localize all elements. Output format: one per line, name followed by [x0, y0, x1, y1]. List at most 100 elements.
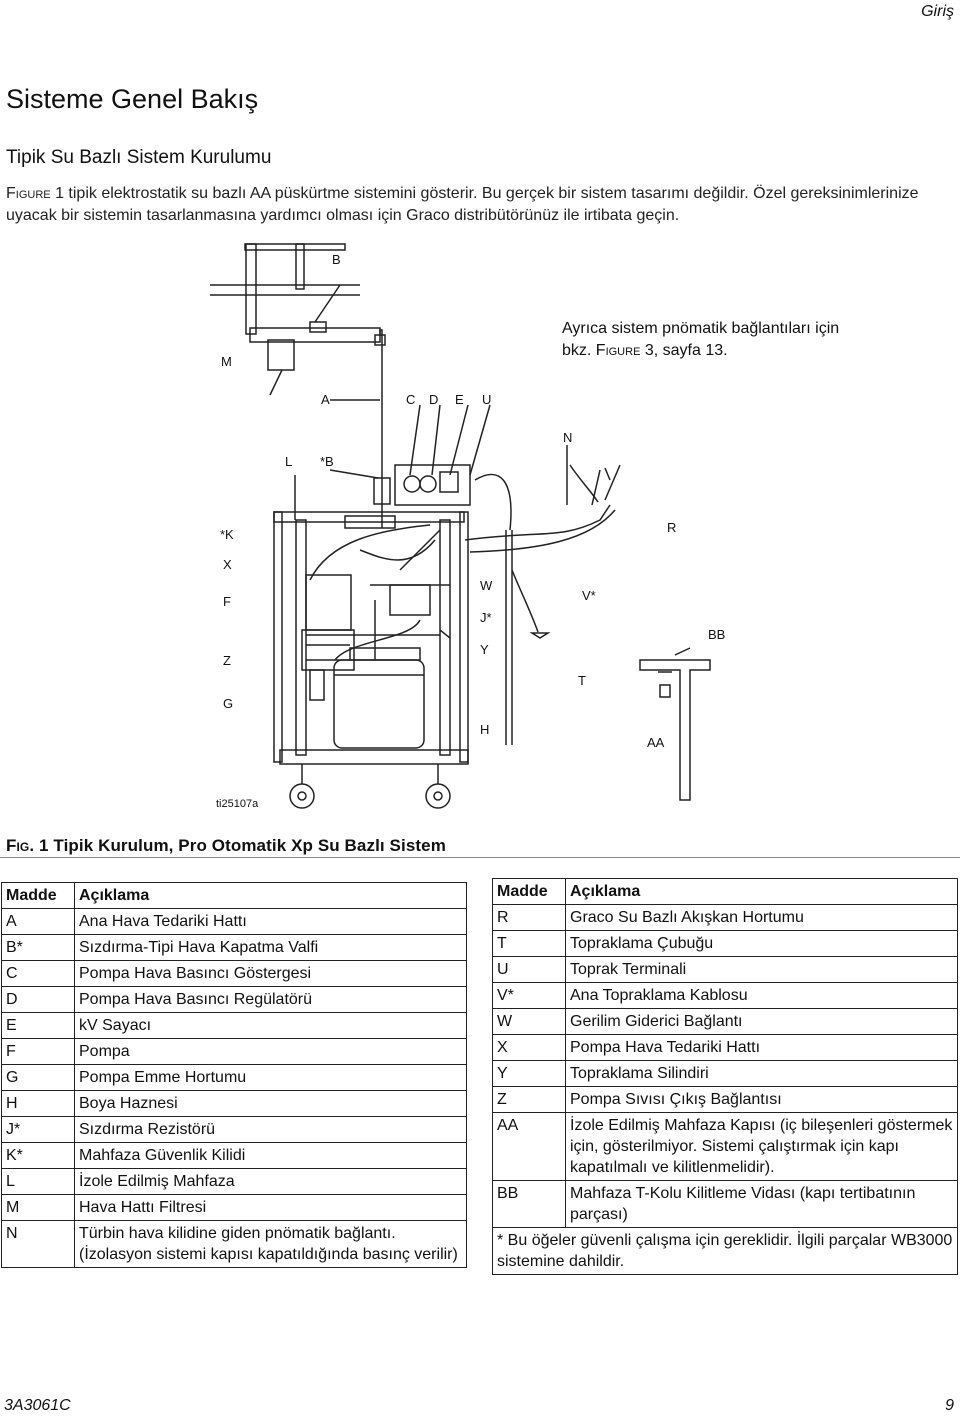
- table-row: J*Sızdırma Rezistörü: [1, 1116, 467, 1143]
- table-footnote: * Bu öğeler güvenli çalışma için gerekli…: [492, 1227, 958, 1275]
- item-code: V*: [492, 982, 566, 1009]
- item-code: U: [492, 956, 566, 983]
- item-code: M: [1, 1194, 75, 1221]
- item-description: Sızdırma Rezistörü: [74, 1116, 467, 1143]
- figure-note-prefix: bkz.: [562, 342, 596, 359]
- label-R: R: [667, 520, 677, 535]
- item-code: K*: [1, 1142, 75, 1169]
- figure-note: Ayrıca sistem pnömatik bağlantıları için…: [562, 318, 839, 362]
- figure-note-fig: Figure: [595, 342, 641, 359]
- item-description: Gerilim Giderici Bağlantı: [565, 1008, 958, 1035]
- item-code: X: [492, 1034, 566, 1061]
- system-diagram: B M Ayrıca sistem pnömatik bağlantıları …: [210, 240, 960, 830]
- figure-note-suffix: 3, sayfa 13.: [640, 342, 728, 359]
- figure-caption-text: 1 Tipik Kurulum, Pro Otomatik Xp Su Bazl…: [34, 836, 446, 855]
- item-description: Mahfaza Güvenlik Kilidi: [74, 1142, 467, 1169]
- table-header-row: Madde Açıklama: [492, 878, 958, 905]
- label-W: W: [480, 578, 493, 593]
- label-B-star: *B: [320, 454, 334, 469]
- table-header-row: Madde Açıklama: [1, 882, 467, 909]
- header-item: Madde: [1, 882, 75, 909]
- label-N: N: [563, 430, 573, 445]
- system-diagram-drawing: [210, 243, 711, 809]
- item-code: B*: [1, 934, 75, 961]
- item-description: Hava Hattı Filtresi: [74, 1194, 467, 1221]
- item-code: Y: [492, 1060, 566, 1087]
- intro-figure-word: Figure: [6, 185, 51, 202]
- item-code: J*: [1, 1116, 75, 1143]
- item-code: L: [1, 1168, 75, 1195]
- item-code: Z: [492, 1086, 566, 1113]
- label-E: E: [455, 392, 464, 407]
- item-description: Ana Topraklama Kablosu: [565, 982, 958, 1009]
- figure-note-line2: bkz. Figure 3, sayfa 13.: [562, 340, 839, 362]
- table-row: K*Mahfaza Güvenlik Kilidi: [1, 1142, 467, 1169]
- page-number: 9: [945, 1397, 954, 1414]
- section-subtitle: Tipik Su Bazlı Sistem Kurulumu: [6, 147, 272, 168]
- item-code: AA: [492, 1112, 566, 1181]
- label-K-star: *K: [220, 527, 234, 542]
- table-row: V*Ana Topraklama Kablosu: [492, 982, 958, 1009]
- figure-caption: Fig. 1 Tipik Kurulum, Pro Otomatik Xp Su…: [6, 836, 446, 856]
- item-description: İzole Edilmiş Mahfaza: [74, 1168, 467, 1195]
- label-D: D: [429, 392, 439, 407]
- header-description: Açıklama: [565, 878, 958, 905]
- item-description: Mahfaza T-Kolu Kilitleme Vidası (kapı te…: [565, 1180, 958, 1228]
- label-J-star: J*: [480, 610, 492, 625]
- label-G: G: [223, 696, 234, 711]
- label-H: H: [480, 722, 490, 737]
- figure-note-line1: Ayrıca sistem pnömatik bağlantıları için: [562, 320, 840, 337]
- item-code: C: [1, 960, 75, 987]
- item-description: Pompa Hava Basıncı Göstergesi: [74, 960, 467, 987]
- item-code: W: [492, 1008, 566, 1035]
- item-description: Ana Hava Tedariki Hattı: [74, 908, 467, 935]
- item-description: Pompa Hava Basıncı Regülatörü: [74, 986, 467, 1013]
- label-X: X: [223, 557, 232, 572]
- item-code: G: [1, 1064, 75, 1091]
- header-description: Açıklama: [74, 882, 467, 909]
- item-code: A: [1, 908, 75, 935]
- label-A: A: [321, 392, 330, 407]
- item-description: Pompa: [74, 1038, 467, 1065]
- item-description: Graco Su Bazlı Akışkan Hortumu: [565, 904, 958, 931]
- item-description: Boya Haznesi: [74, 1090, 467, 1117]
- figure-reference: ti25107a: [216, 798, 259, 810]
- item-code: D: [1, 986, 75, 1013]
- document-number: 3A3061C: [4, 1397, 71, 1414]
- figure-caption-prefix: Fig.: [6, 836, 35, 855]
- label-B-top: B: [332, 252, 341, 267]
- section-header: Giriş: [921, 3, 954, 20]
- item-description: Pompa Sıvısı Çıkış Bağlantısı: [565, 1086, 958, 1113]
- item-code: F: [1, 1038, 75, 1065]
- item-description: Türbin hava kilidine giden pnömatik bağl…: [74, 1220, 467, 1268]
- label-F: F: [223, 594, 231, 609]
- item-description: Toprak Terminali: [565, 956, 958, 983]
- label-Z: Z: [223, 653, 231, 668]
- item-description: Sızdırma-Tipi Hava Kapatma Valfi: [74, 934, 467, 961]
- intro-paragraph: Figure 1 tipik elektrostatik su bazlı AA…: [6, 183, 951, 227]
- label-C: C: [406, 392, 416, 407]
- item-code: N: [1, 1220, 75, 1268]
- header-item: Madde: [492, 878, 566, 905]
- label-M: M: [221, 354, 232, 369]
- item-description: Topraklama Silindiri: [565, 1060, 958, 1087]
- caption-divider: [0, 857, 960, 858]
- label-U: U: [482, 392, 492, 407]
- item-code: BB: [492, 1180, 566, 1228]
